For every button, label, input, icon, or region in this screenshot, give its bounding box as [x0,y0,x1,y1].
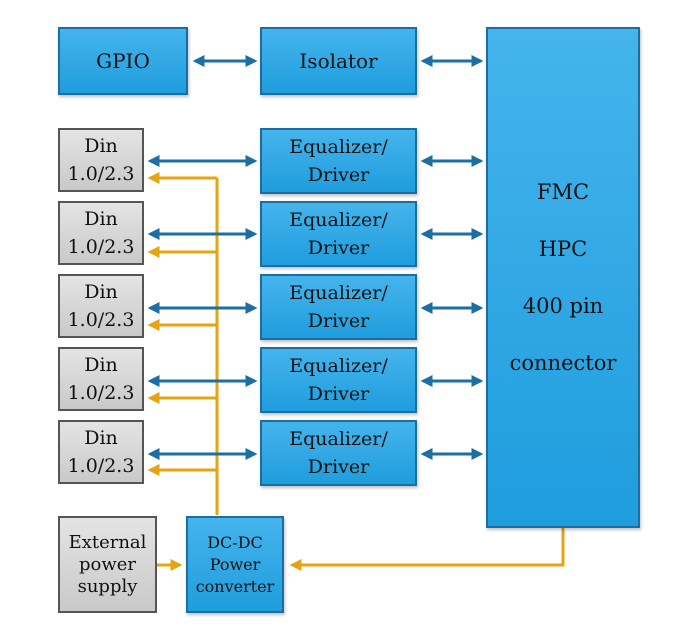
equalizer-driver-3: Equalizer/ Driver [260,274,417,340]
external-supply-line-1: External [68,531,147,553]
gpio-label: GPIO [96,49,150,73]
isolator-label: Isolator [299,49,378,73]
equalizer-label-line2: Driver [307,383,370,405]
dcdc-line-2: Power [209,554,261,574]
din-label-line2: 1.0/2.3 [67,236,135,258]
din-connector-2: Din 1.0/2.3 [58,201,144,265]
din-connector-1: Din 1.0/2.3 [58,128,144,192]
equalizer-label-line1: Equalizer/ [289,209,388,231]
equalizer-label-line1: Equalizer/ [289,136,388,158]
equalizer-driver-2: Equalizer/ Driver [260,201,417,267]
equalizer-driver-4: Equalizer/ Driver [260,347,417,413]
din-label-line1: Din [84,427,118,449]
din-label-line1: Din [84,281,118,303]
dcdc-line-1: DC-DC [207,532,263,552]
din-label-line2: 1.0/2.3 [67,455,135,477]
din-label-line2: 1.0/2.3 [67,382,135,404]
fmc-connector-block: FMC HPC 400 pin connector [486,27,640,528]
equalizer-label-line2: Driver [307,456,370,478]
fmc-line-2: HPC [538,236,588,261]
dcdc-line-3: converter [195,576,275,596]
fmc-line-1: FMC [536,179,590,204]
din-label-line2: 1.0/2.3 [67,163,135,185]
fmc-line-4: connector [509,350,617,375]
equalizer-driver-5: Equalizer/ Driver [260,420,417,486]
power-arrow-fmc-to-dcdc [289,528,565,571]
signal-wiring [147,55,484,460]
external-power-supply-block: External power supply [58,516,157,613]
external-supply-line-2: power [78,553,137,575]
equalizer-driver-1: Equalizer/ Driver [260,128,417,194]
equalizer-label-line2: Driver [307,237,370,259]
equalizer-label-line1: Equalizer/ [289,355,388,377]
equalizer-label-line1: Equalizer/ [289,428,388,450]
gpio-block: GPIO [58,27,188,95]
din-label-line1: Din [84,208,118,230]
equalizer-label-line2: Driver [307,164,370,186]
isolator-block: Isolator [260,27,417,95]
din-connector-3: Din 1.0/2.3 [58,274,144,338]
equalizer-label-line2: Driver [307,310,370,332]
din-connector-4: Din 1.0/2.3 [58,347,144,411]
din-connector-5: Din 1.0/2.3 [58,420,144,484]
din-label-line1: Din [84,135,118,157]
external-supply-line-3: supply [77,575,138,597]
din-label-line1: Din [84,354,118,376]
fmc-line-3: 400 pin [522,293,604,318]
dcdc-converter-block: DC-DC Power converter [186,516,284,613]
din-label-line2: 1.0/2.3 [67,309,135,331]
equalizer-label-line1: Equalizer/ [289,282,388,304]
